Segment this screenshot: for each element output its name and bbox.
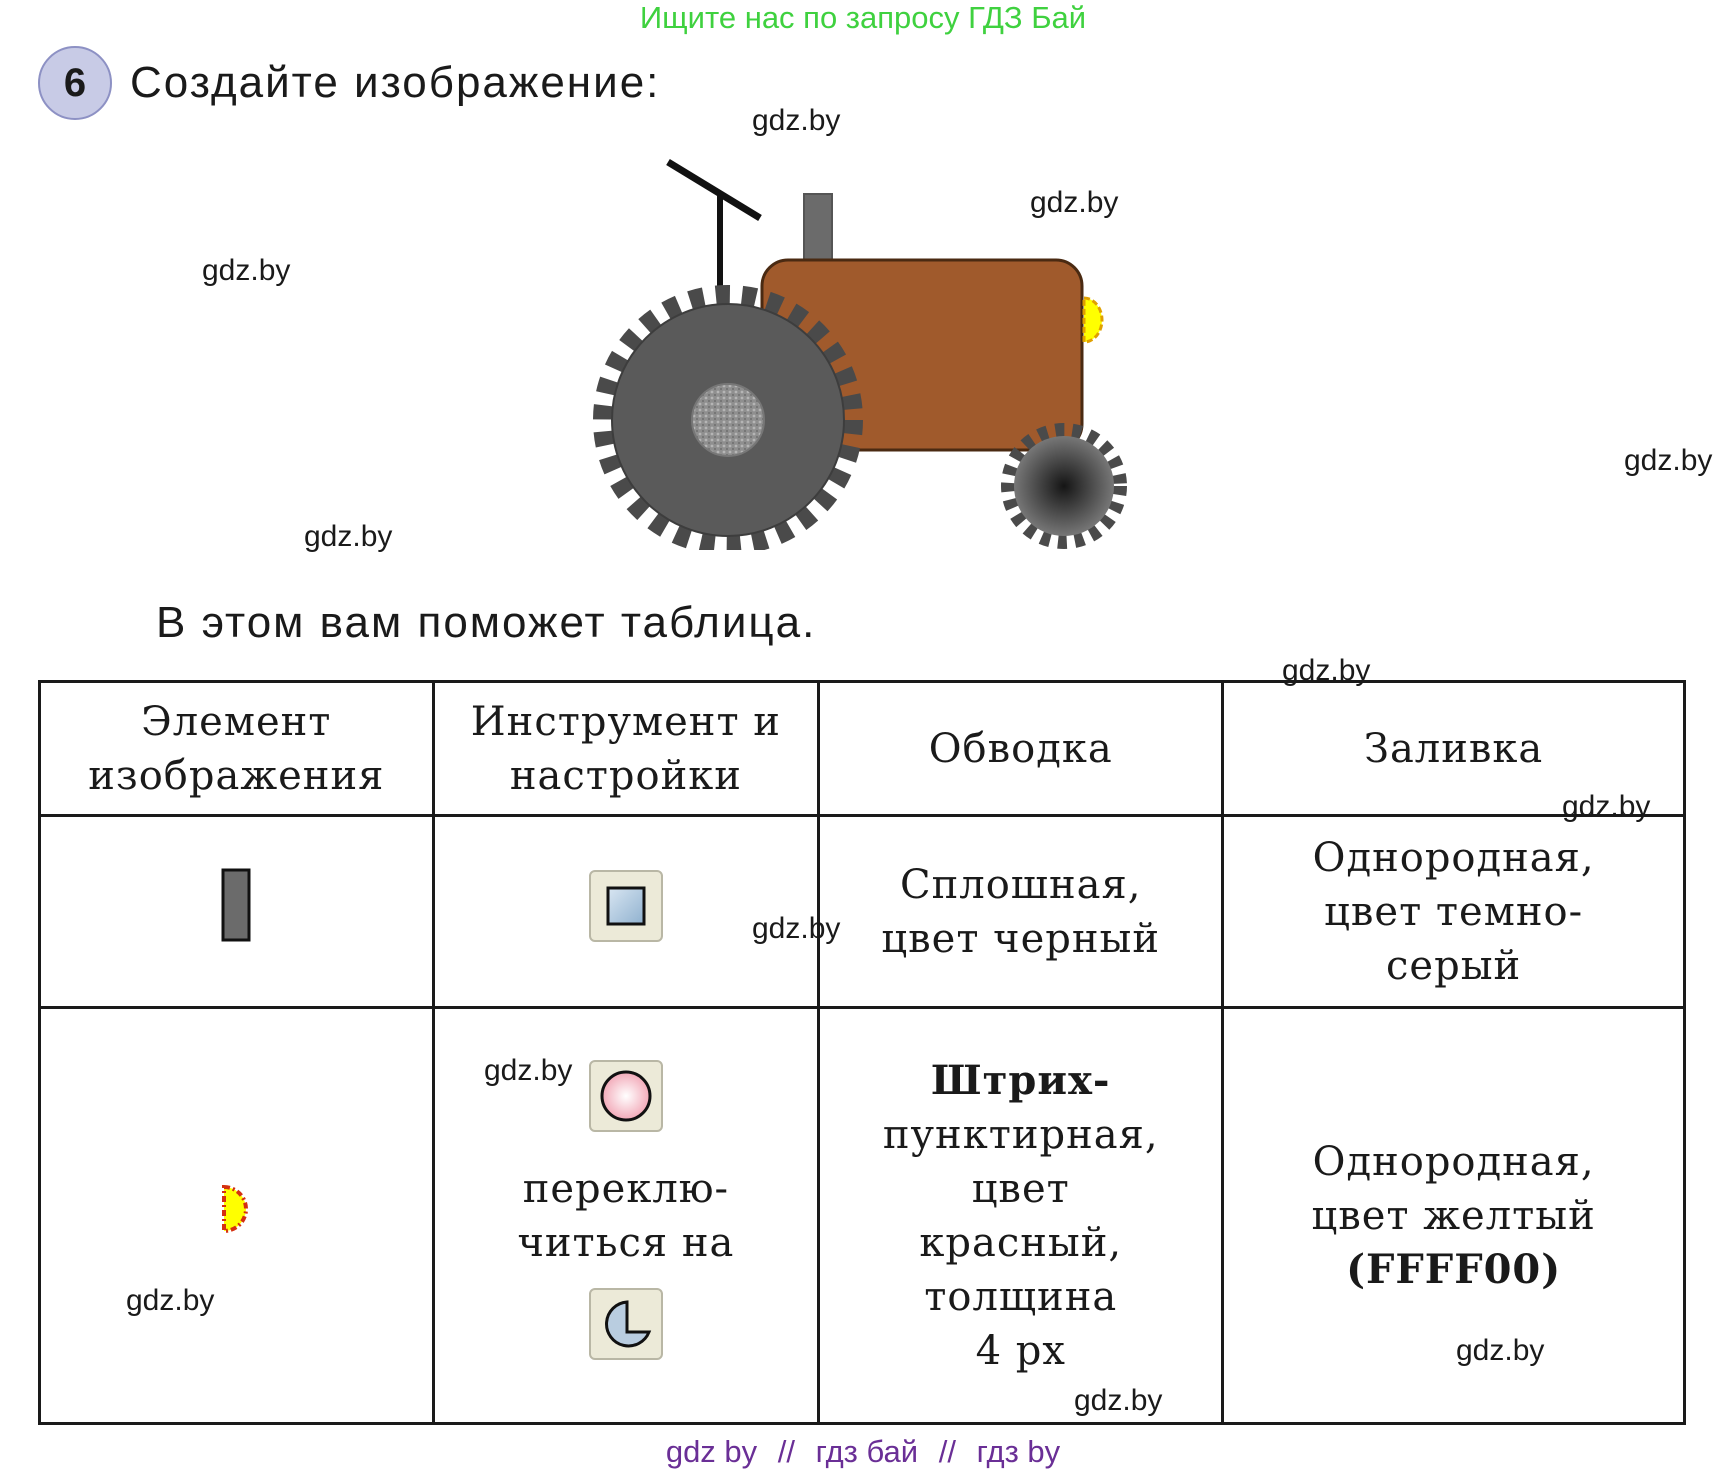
outline-cell: Сплошная, цвет черный (817, 814, 1225, 1009)
tractor-exhaust-pipe (803, 193, 833, 265)
ellipse-tool-icon (600, 1070, 652, 1121)
outline-line: Штрих- (930, 1056, 1111, 1104)
outline-line: Сплошная, (900, 861, 1142, 908)
tool-switch-text: читься на (517, 1219, 735, 1266)
footer-link[interactable]: гдз бай (815, 1434, 919, 1469)
fill-line: Однородная, (1312, 1138, 1595, 1185)
header-tool: Инструмент и настройки (431, 680, 821, 817)
outline-line: красный, (919, 1219, 1123, 1266)
footer-link[interactable]: gdz by (665, 1434, 758, 1469)
big-wheel-hub (691, 383, 765, 457)
outline-line: толщина (924, 1273, 1118, 1320)
header-outline: Обводка (817, 680, 1225, 817)
task-title: Создайте изображение: (130, 58, 661, 107)
header-element: Элемент изображения (38, 680, 435, 817)
ellipse-tool-button[interactable] (588, 1059, 663, 1132)
chord-tool-icon (604, 1299, 652, 1347)
tool-switch-text: переклю- (522, 1165, 730, 1212)
watermark: gdz.by (304, 520, 393, 553)
half-circle-element-icon (222, 1184, 249, 1233)
outline-line: 4 px (975, 1327, 1066, 1374)
small-wheel-hub (1014, 436, 1114, 536)
rectangle-tool-button[interactable] (588, 869, 663, 942)
fill-line: цвет темно- (1324, 888, 1584, 935)
task-number-badge: 6 (38, 46, 112, 120)
tractor-roof (666, 159, 762, 221)
header-fill: Заливка (1221, 680, 1686, 817)
top-banner: Ищите нас по запросу ГДЗ Бай (639, 0, 1087, 35)
table-row: Сплошная, цвет черный Однородная, цвет т… (38, 814, 1686, 1009)
fill-line: Однородная, (1312, 834, 1595, 881)
fill-line: (FFFF00) (1346, 1245, 1562, 1293)
chord-tool-button[interactable] (588, 1287, 663, 1360)
watermark: gdz.by (202, 254, 291, 287)
table-row: переклю- читься на Штрих- пунктирная, цв… (38, 1006, 1686, 1425)
element-cell (38, 1006, 435, 1425)
outline-line: цвет черный (881, 915, 1161, 962)
rectangle-element-icon (221, 868, 251, 941)
fill-line: серый (1386, 942, 1522, 989)
watermark: gdz.by (1624, 444, 1713, 477)
outline-cell: Штрих- пунктирная, цвет красный, толщина… (817, 1006, 1225, 1425)
rectangle-tool-icon (606, 886, 646, 925)
table-header-row: Элемент изображения Инструмент и настрой… (38, 680, 1686, 817)
footer-separator: // (938, 1434, 956, 1469)
fill-line: цвет желтый (1311, 1192, 1596, 1239)
subtitle: В этом вам поможет таблица. (156, 598, 817, 647)
watermark: gdz.by (752, 104, 841, 137)
fill-cell: Однородная, цвет желтый (FFFF00) (1221, 1006, 1686, 1425)
tools-table: Элемент изображения Инструмент и настрой… (38, 680, 1686, 1425)
tool-cell: переклю- читься на (431, 1006, 821, 1425)
footer-separator: // (777, 1434, 796, 1469)
element-cell (38, 814, 435, 1009)
tractor-headlight (1082, 296, 1104, 344)
footer-link[interactable]: гдз by (976, 1434, 1061, 1469)
watermark: gdz.by (1030, 186, 1119, 219)
fill-cell: Однородная, цвет темно- серый (1221, 814, 1686, 1009)
tractor-big-wheel (593, 285, 863, 550)
tractor-illustration (593, 159, 1127, 550)
tractor-small-wheel (1001, 423, 1127, 549)
footer: gdz by // гдз бай // гдз by (0, 1434, 1726, 1470)
outline-line: пунктирная, (882, 1111, 1159, 1158)
tool-cell (431, 814, 821, 1009)
outline-line: цвет (971, 1165, 1070, 1212)
